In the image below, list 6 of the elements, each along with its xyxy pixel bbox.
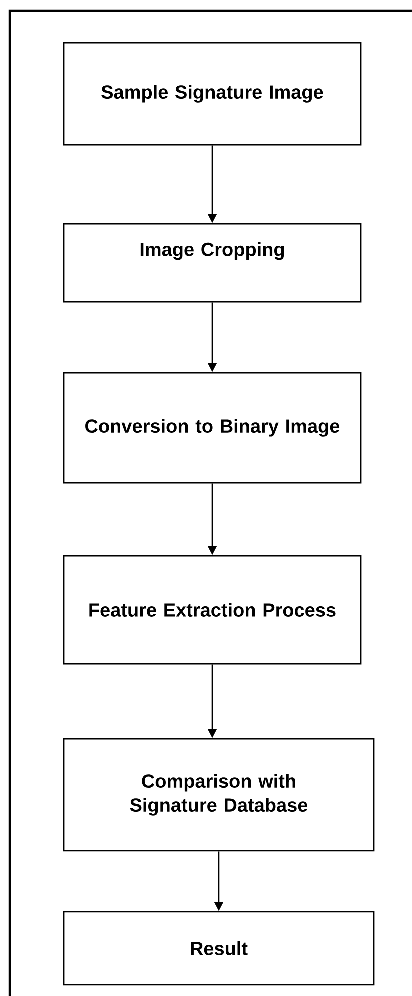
process-box: Result xyxy=(63,911,375,986)
process-box: Sample Signature Image xyxy=(63,42,362,146)
process-box: Feature Extraction Process xyxy=(63,555,362,665)
process-box: Comparison with Signature Database xyxy=(63,738,375,852)
process-box: Image Cropping xyxy=(63,223,362,303)
process-box: Conversion to Binary Image xyxy=(63,372,362,484)
